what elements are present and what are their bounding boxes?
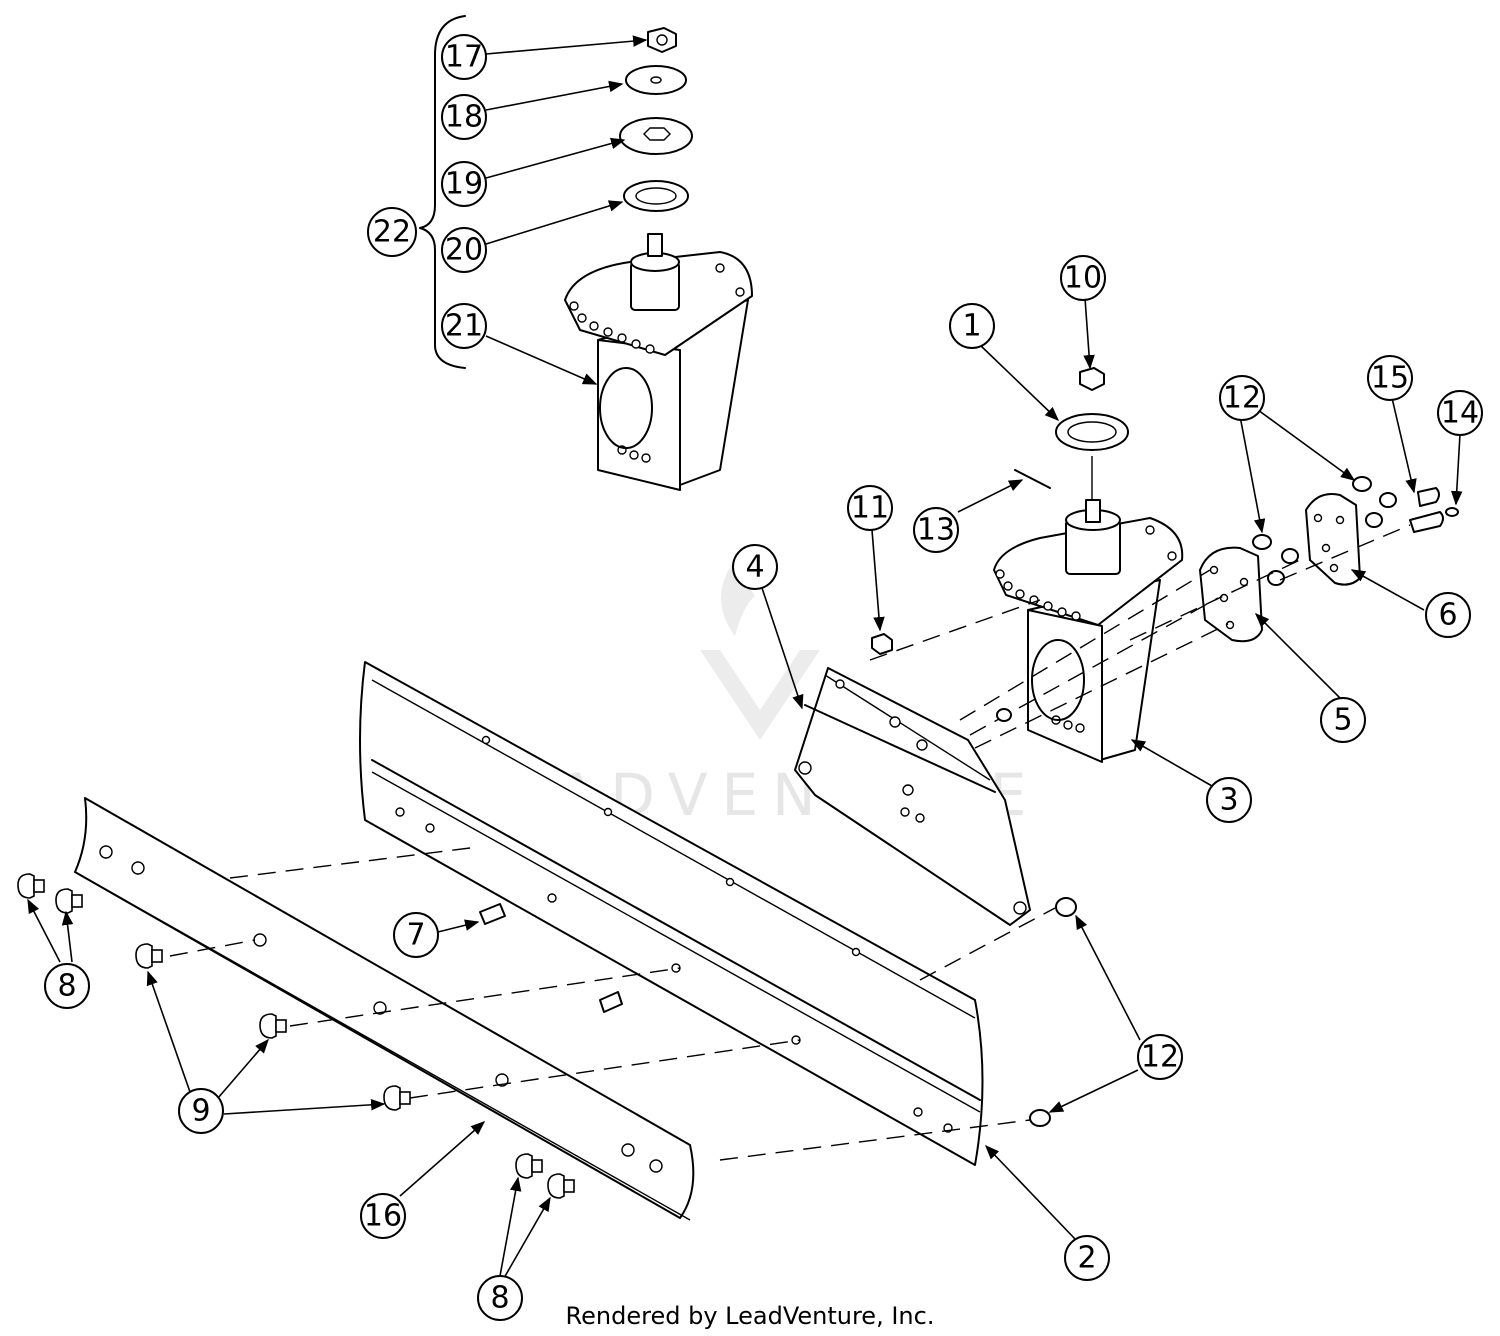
callout-5: 5 bbox=[1320, 697, 1366, 743]
svg-text:14: 14 bbox=[1441, 396, 1479, 431]
svg-text:3: 3 bbox=[1219, 783, 1238, 818]
callout-9: 9 bbox=[178, 1088, 224, 1134]
svg-text:15: 15 bbox=[1371, 361, 1409, 396]
callout-13: 13 bbox=[913, 507, 959, 553]
callout-12-bottom: 12 bbox=[1137, 1034, 1183, 1080]
svg-text:2: 2 bbox=[1077, 1241, 1096, 1276]
callout-22: 22 bbox=[367, 207, 417, 257]
callout-21: 21 bbox=[441, 303, 487, 349]
footer-credit: Rendered by LeadVenture, Inc. bbox=[565, 1302, 935, 1330]
svg-text:22: 22 bbox=[373, 215, 411, 250]
svg-text:19: 19 bbox=[445, 167, 483, 202]
callout-8-bottom: 8 bbox=[477, 1275, 523, 1321]
svg-text:12: 12 bbox=[1141, 1040, 1179, 1075]
svg-text:5: 5 bbox=[1333, 703, 1352, 738]
callout-14: 14 bbox=[1437, 390, 1483, 436]
svg-text:18: 18 bbox=[445, 100, 483, 135]
callout-18: 18 bbox=[441, 94, 487, 140]
svg-text:1: 1 bbox=[962, 309, 981, 344]
svg-text:7: 7 bbox=[406, 918, 425, 953]
svg-text:10: 10 bbox=[1064, 261, 1102, 296]
svg-text:13: 13 bbox=[917, 513, 955, 548]
callout-11: 11 bbox=[847, 485, 893, 531]
svg-text:8: 8 bbox=[57, 969, 76, 1004]
callout-8-left: 8 bbox=[44, 963, 90, 1009]
callout-7: 7 bbox=[393, 912, 439, 958]
mounting-bracket bbox=[794, 667, 1077, 926]
spindle-assembly-right bbox=[869, 367, 1459, 763]
dozer-blade bbox=[359, 661, 1051, 1166]
callout-3: 3 bbox=[1206, 777, 1252, 823]
leader-lines bbox=[27, 35, 1463, 1279]
svg-text:6: 6 bbox=[1438, 598, 1457, 633]
callout-10: 10 bbox=[1060, 255, 1106, 301]
cutting-edge bbox=[17, 797, 1056, 1221]
callout-6: 6 bbox=[1425, 592, 1471, 638]
callout-4: 4 bbox=[732, 544, 778, 590]
svg-text:11: 11 bbox=[851, 491, 889, 526]
svg-text:12: 12 bbox=[1223, 381, 1261, 416]
callout-1: 1 bbox=[949, 303, 995, 349]
svg-text:20: 20 bbox=[445, 233, 483, 268]
callout-15: 15 bbox=[1367, 355, 1413, 401]
svg-text:4: 4 bbox=[745, 550, 764, 585]
callout-17: 17 bbox=[441, 34, 487, 80]
svg-text:16: 16 bbox=[364, 1199, 402, 1234]
callout-16: 16 bbox=[360, 1193, 406, 1239]
callout-2: 2 bbox=[1064, 1235, 1110, 1281]
callout-12-top: 12 bbox=[1219, 375, 1265, 421]
svg-text:21: 21 bbox=[445, 309, 483, 344]
spindle-assembly-upper bbox=[419, 15, 753, 491]
svg-text:9: 9 bbox=[191, 1094, 210, 1129]
callout-19: 19 bbox=[441, 161, 487, 207]
svg-text:8: 8 bbox=[490, 1281, 509, 1316]
callout-20: 20 bbox=[441, 227, 487, 273]
svg-text:17: 17 bbox=[445, 40, 483, 75]
